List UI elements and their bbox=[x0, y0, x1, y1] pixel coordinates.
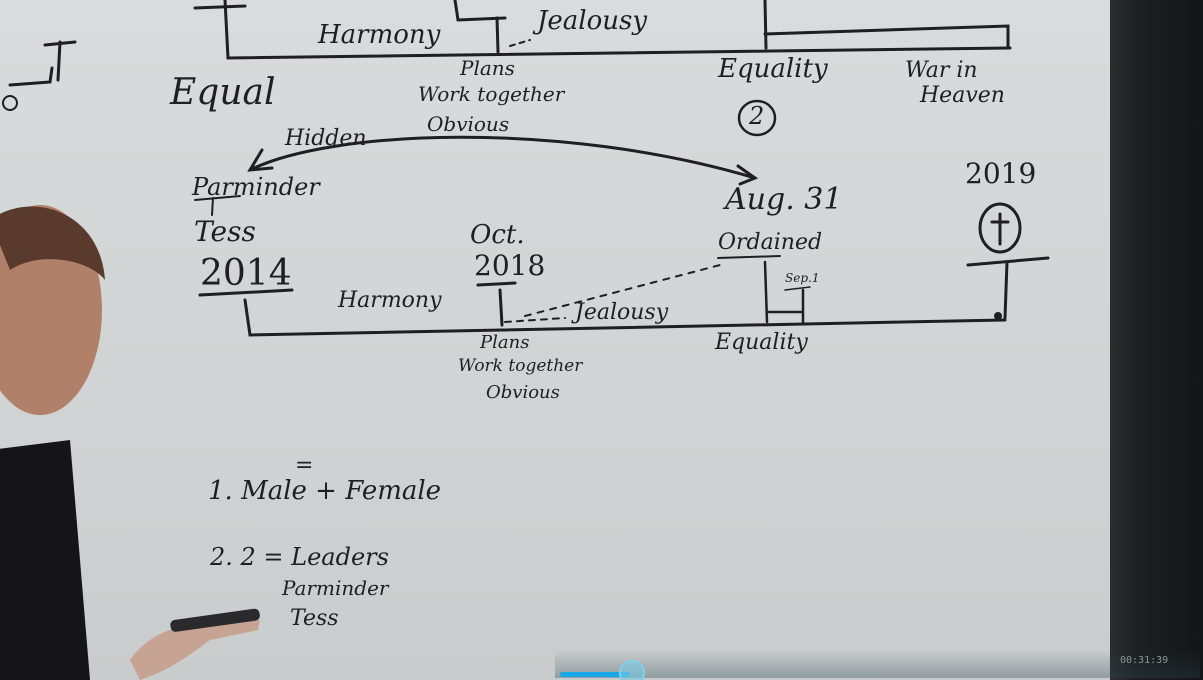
whiteboard-ink bbox=[0, 0, 1125, 680]
obvious-label: Obvious bbox=[486, 382, 560, 403]
video-seek-track[interactable] bbox=[555, 650, 1200, 678]
aug-31-label: Aug. 31 bbox=[725, 182, 843, 217]
note-item-2: 2. 2 = Leaders bbox=[210, 543, 389, 571]
plans-label: Plans bbox=[480, 332, 530, 353]
sep-1-label: Sep.1 bbox=[785, 271, 820, 285]
year-2019: 2019 bbox=[965, 157, 1037, 190]
presenter-figure bbox=[0, 205, 105, 680]
oct-label: Oct. bbox=[470, 220, 525, 250]
ordained-label: Ordained bbox=[718, 230, 823, 255]
monitor-bezel bbox=[1110, 0, 1203, 680]
whiteboard: Harmony Jealousy Equal Plans Work togeth… bbox=[0, 0, 1125, 680]
tess-label: Tess bbox=[194, 215, 256, 248]
equality-label: Equality bbox=[715, 330, 808, 355]
top-equality-label: Equality bbox=[718, 54, 828, 84]
top-harmony-label: Harmony bbox=[318, 20, 441, 50]
parminder-label: Parminder bbox=[192, 173, 320, 201]
year-2018: 2018 bbox=[474, 249, 546, 282]
note-item-2-parminder: Parminder bbox=[282, 576, 389, 600]
video-progress-bar bbox=[560, 672, 630, 677]
jealousy-label: Jealousy bbox=[575, 300, 669, 325]
note-item-1: 1. Male + Female bbox=[208, 476, 442, 506]
note-item-2-tess: Tess bbox=[290, 606, 339, 631]
top-equal-label: Equal bbox=[170, 72, 276, 113]
top-work-together-label: Work together bbox=[418, 82, 565, 106]
heaven-label: Heaven bbox=[920, 83, 1005, 108]
harmony-label: Harmony bbox=[338, 288, 442, 313]
top-jealousy-label: Jealousy bbox=[537, 6, 648, 36]
circled-number: 2 bbox=[749, 102, 765, 130]
year-2014: 2014 bbox=[200, 253, 292, 294]
equals-sign: = bbox=[295, 453, 314, 478]
video-seek-handle[interactable] bbox=[619, 660, 645, 680]
war-in-label: War in bbox=[905, 58, 978, 83]
presenter-hand-with-marker bbox=[130, 608, 260, 680]
hidden-label: Hidden bbox=[285, 126, 367, 151]
video-timestamp: 00:31:39 bbox=[1120, 655, 1169, 666]
top-plans-label: Plans bbox=[460, 56, 515, 80]
work-together-label: Work together bbox=[458, 356, 583, 376]
top-obvious-label: Obvious bbox=[427, 112, 510, 136]
